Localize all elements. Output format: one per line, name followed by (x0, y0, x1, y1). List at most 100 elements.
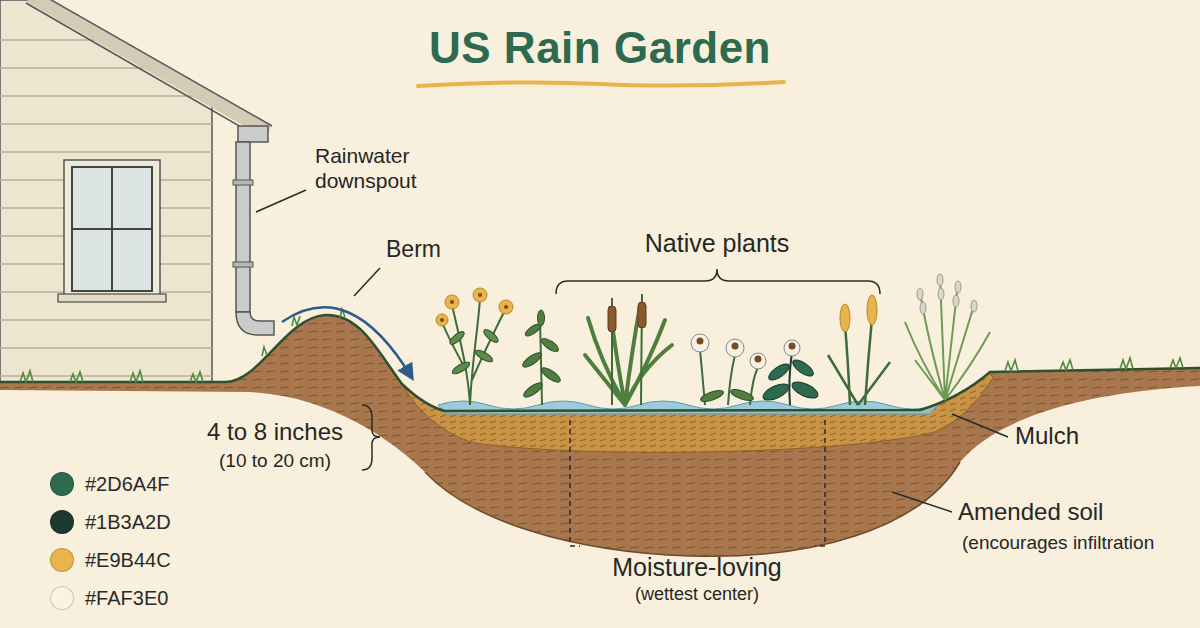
window-glass (72, 167, 152, 291)
roof-edge (26, 0, 272, 139)
coneflower-petals (750, 353, 766, 369)
leaf (790, 357, 815, 379)
soil-outline (425, 462, 960, 556)
callout-label: Mulch (1015, 422, 1079, 451)
leader-line (892, 492, 952, 512)
house (0, 0, 274, 382)
native-plants (436, 274, 990, 405)
leader-line (256, 190, 306, 212)
cattail-head (638, 302, 646, 328)
goldenrod-plume (867, 295, 877, 325)
callout-note: (encourages infiltration (962, 532, 1154, 555)
flower-center (442, 295, 506, 320)
title-underline (418, 82, 784, 86)
window-sill (58, 294, 166, 302)
siding (0, 40, 212, 376)
diagram-title: US Rain Garden (429, 22, 771, 75)
cattail-head (608, 306, 616, 332)
leader-line (354, 268, 380, 296)
dimension-note: (10 to 20 cm) (219, 450, 331, 473)
seed-head (917, 288, 923, 300)
leaf (540, 336, 561, 354)
coneflower-center (755, 356, 762, 363)
leaf (790, 379, 820, 402)
coneflower-petals (691, 334, 709, 352)
zone-note: (wettest center) (635, 584, 759, 606)
goldenrod-plume (840, 304, 850, 332)
leaf (699, 388, 724, 404)
color-swatch (50, 586, 74, 610)
flow-arrow (282, 307, 412, 378)
leaf (482, 328, 500, 345)
stem (700, 350, 758, 405)
color-swatch (50, 548, 74, 572)
callout-label: Amended soil (958, 498, 1103, 527)
legend-item: #E9B44C (50, 548, 171, 572)
stem (828, 318, 890, 405)
legend-text: #2D6A4F (85, 473, 170, 496)
seed-head (938, 288, 944, 300)
leaf (522, 380, 545, 399)
cattail-sedge (585, 294, 672, 405)
dimension-label: 4 to 8 inches (207, 418, 343, 447)
grass-blades (905, 276, 990, 400)
coneflowers (691, 334, 766, 405)
legend-text: #FAF3E0 (85, 587, 168, 610)
goldenrod (828, 295, 890, 405)
gutter (238, 126, 268, 142)
stem (789, 352, 792, 405)
ground-outline (0, 315, 1200, 411)
coneflower-center (732, 343, 739, 350)
leaf (474, 348, 495, 364)
callout-label: Berm (386, 236, 441, 264)
house-wall (0, 0, 212, 382)
grass-tufts (20, 309, 1183, 382)
grass (20, 309, 1183, 382)
legend-item: #FAF3E0 (50, 586, 168, 610)
yellow-flower-plant (436, 288, 513, 405)
downspout-elbow (236, 312, 274, 335)
roof-trim (30, 0, 268, 132)
leaf (538, 310, 545, 326)
downspout-pipe (236, 142, 250, 312)
legend-text: #1B3A2D (85, 511, 171, 534)
seed-head (937, 274, 943, 286)
leaf (448, 330, 466, 347)
wet-zone-bracket (570, 420, 825, 546)
siding-lines (0, 40, 212, 376)
broadleaf-plant (761, 340, 820, 405)
sedge-blades (585, 306, 672, 405)
seed-head (971, 300, 977, 312)
legend-item: #2D6A4F (50, 472, 170, 496)
plants-bracket (556, 269, 880, 294)
window-frame (72, 167, 152, 291)
leaf (451, 360, 472, 376)
coneflower-center (697, 338, 704, 345)
pipe-bracket (233, 180, 253, 185)
window-trim (64, 160, 160, 298)
coneflower-petals (784, 340, 800, 356)
stem (442, 298, 505, 405)
leaf (729, 387, 754, 403)
annotations (256, 190, 1008, 546)
leaf (766, 361, 791, 383)
coneflower-center (789, 343, 796, 350)
pipe-bracket (233, 262, 253, 267)
leader-line (952, 414, 1008, 437)
color-swatch (50, 510, 74, 534)
group-label: Native plants (645, 228, 790, 258)
seed-head (953, 295, 959, 307)
coneflower-petals (726, 339, 744, 357)
seed-head (920, 302, 926, 314)
mulch-layer (402, 372, 993, 452)
legend-item: #1B3A2D (50, 510, 171, 534)
legend-text: #E9B44C (85, 549, 171, 572)
zone-label: Moisture-loving (612, 552, 782, 582)
stem (540, 318, 542, 405)
leafy-plant (521, 310, 563, 405)
leaf (761, 381, 791, 404)
ornamental-grass (905, 274, 990, 400)
depth-brace (362, 405, 380, 470)
